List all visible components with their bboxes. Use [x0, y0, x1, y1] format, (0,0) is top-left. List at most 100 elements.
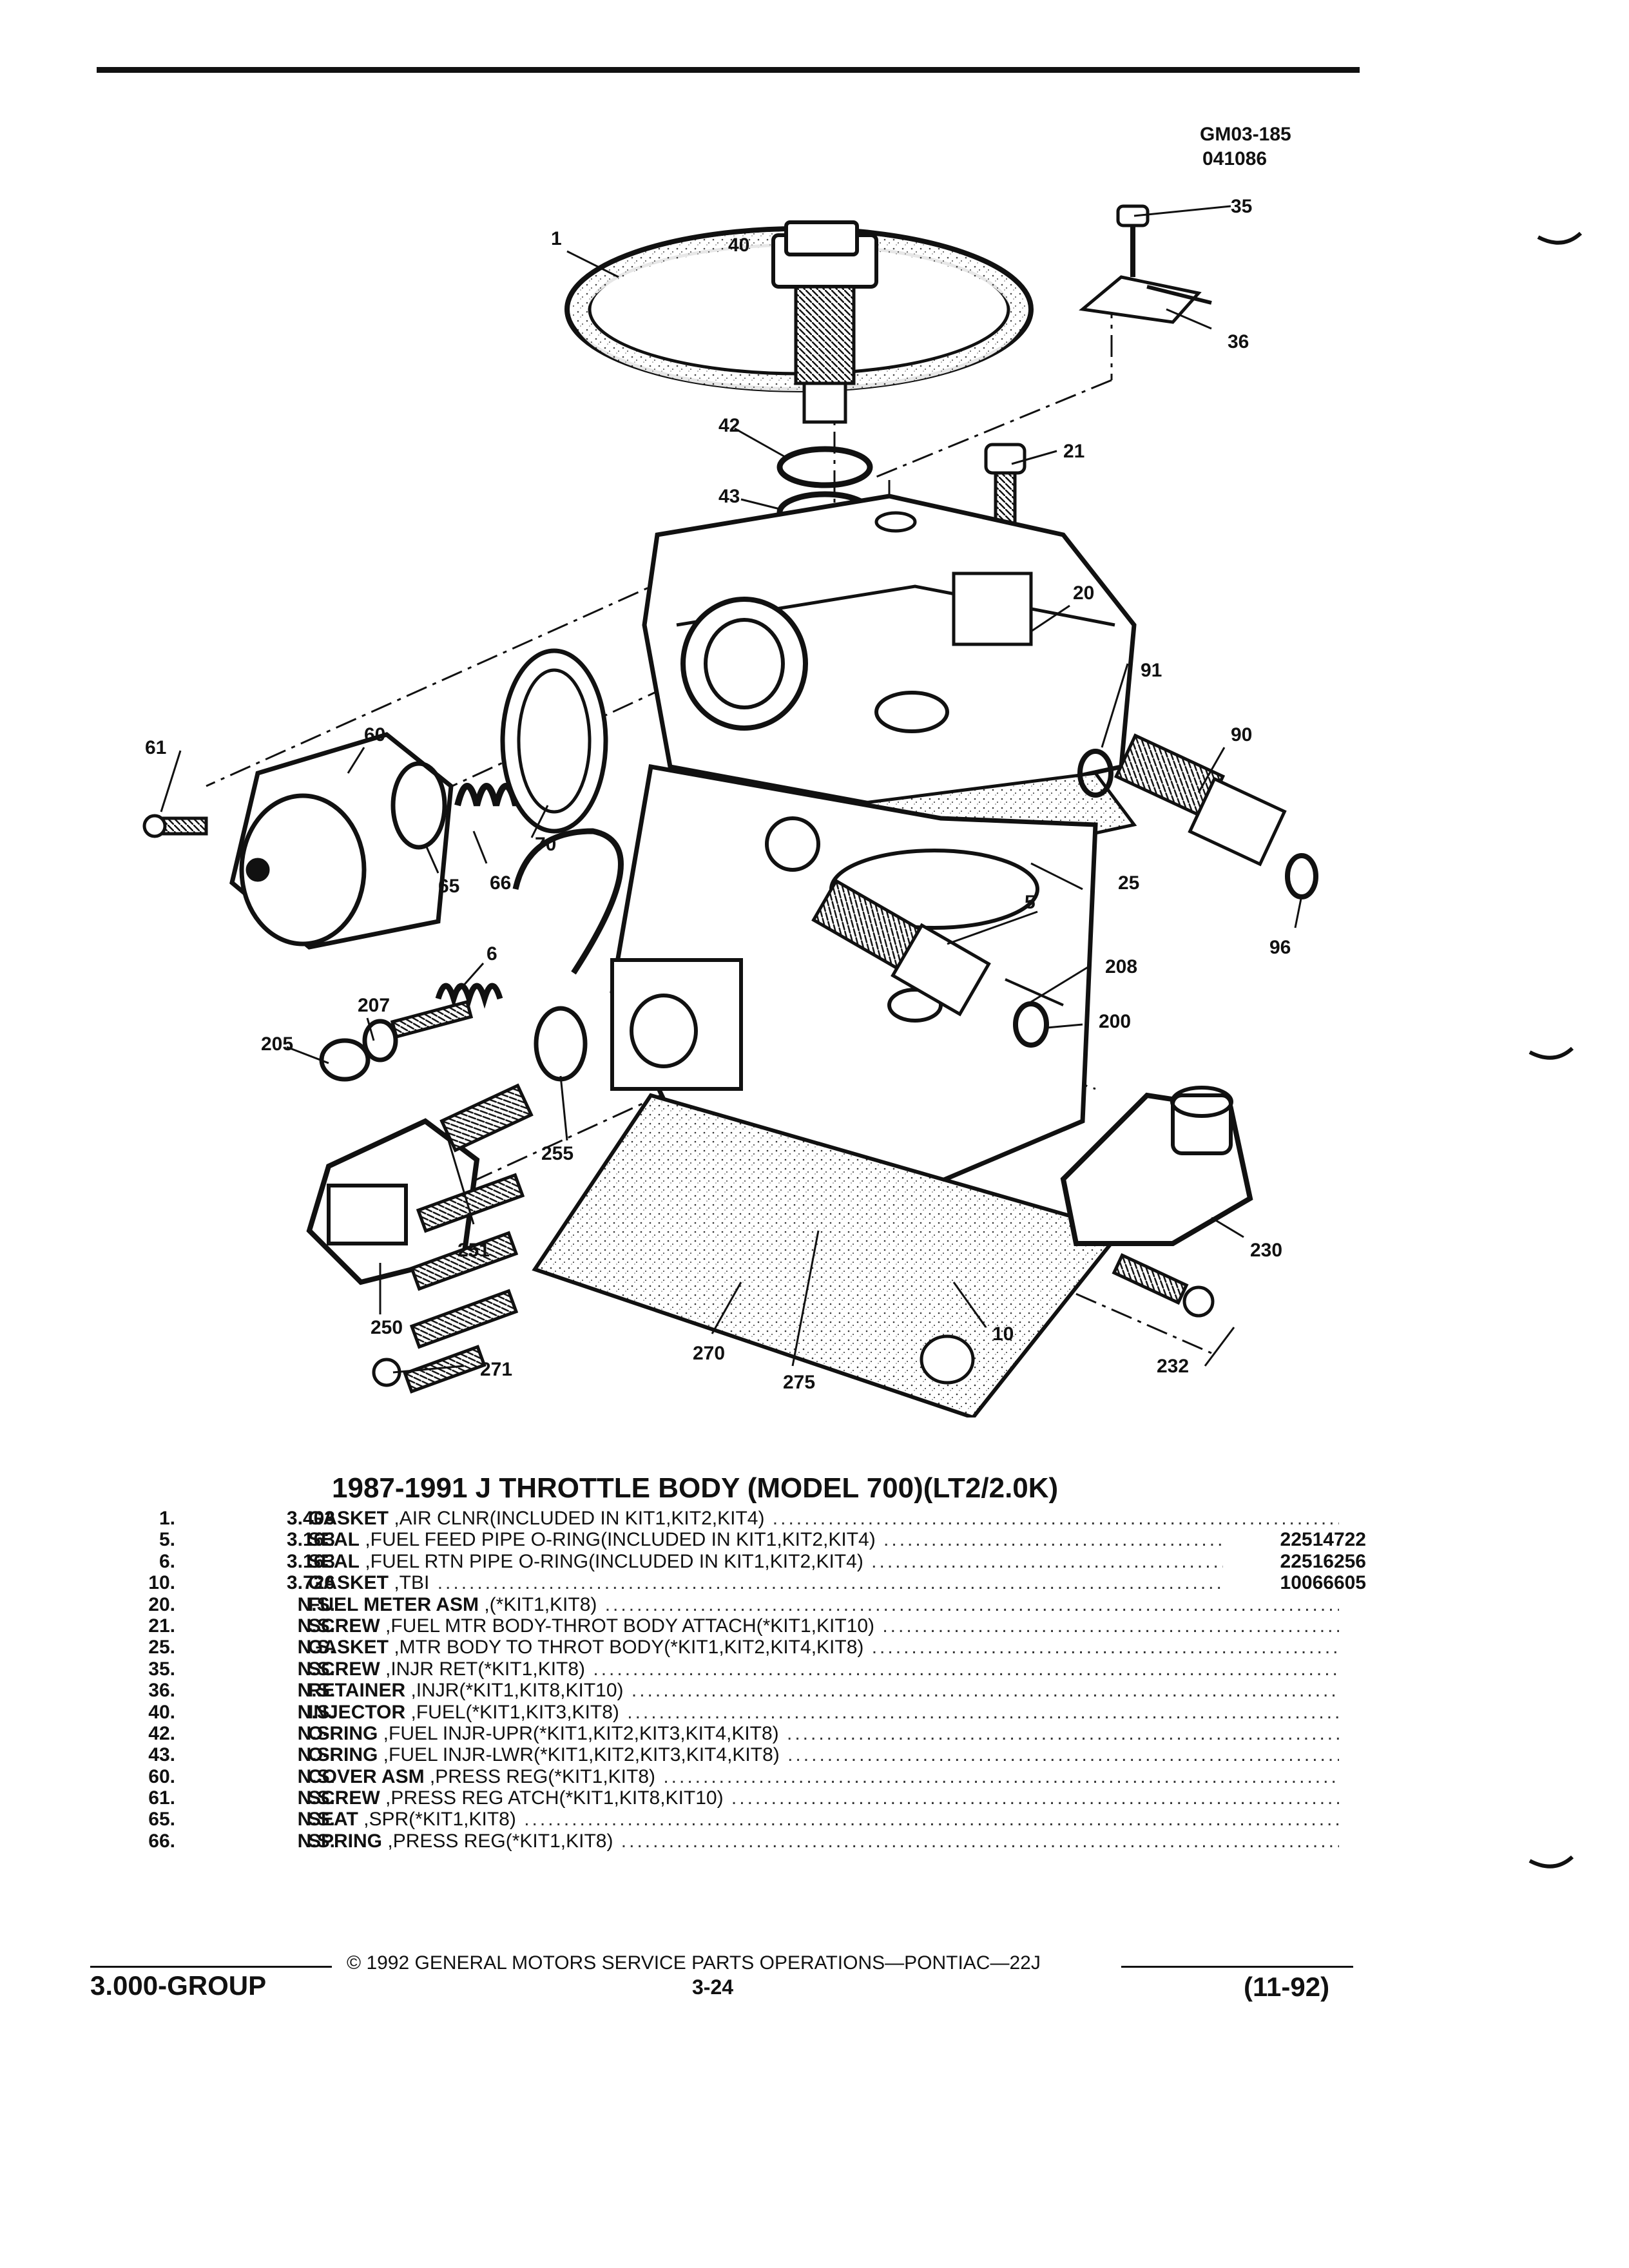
part-name: GASKET: [308, 1572, 389, 1594]
binder-hole-mark: [1528, 1047, 1574, 1060]
callout-40: 40: [728, 235, 749, 256]
part-spec: ,(*KIT1,KIT8): [479, 1593, 597, 1615]
callout-91: 91: [1141, 660, 1162, 681]
part-reference: N.S.: [297, 1765, 335, 1787]
part-reference: N.S.: [297, 1787, 335, 1809]
part-description: SEAL ,FUEL RTN PIPE O-RING(INCLUDED IN K…: [308, 1551, 1223, 1572]
part-row: 20.N.S.FUEL METER ASM ,(*KIT1,KIT8) ....…: [129, 1594, 1366, 1615]
callout-232: 232: [1157, 1356, 1189, 1377]
part-spec: ,FUEL MTR BODY-THROT BODY ATTACH(*KIT1,K…: [380, 1615, 875, 1637]
dot-leader: ........................................…: [871, 1550, 1223, 1572]
dot-leader: ........................................…: [787, 1722, 1339, 1744]
part-row: 25. N.S.GASKET ,MTR BODY TO THROT BODY(*K…: [129, 1637, 1366, 1658]
part-index: 42.: [148, 1722, 175, 1744]
part-index: 43.: [148, 1744, 175, 1766]
part-description: O-RING ,FUEL INJR-UPR(*KIT1,KIT2,KIT3,KI…: [308, 1723, 1339, 1744]
part-spec: ,TBI: [389, 1572, 430, 1594]
part-index: 10.: [148, 1572, 175, 1594]
page-title: 1987-1991 J THROTTLE BODY (MODEL 700)(LT…: [332, 1472, 1059, 1504]
part-row: 65.N.S.SEAT ,SPR(*KIT1,KIT8) ...........…: [129, 1809, 1366, 1830]
part-name: SEAT: [308, 1809, 358, 1831]
dot-leader: ........................................…: [621, 1830, 1339, 1852]
callout-251: 251: [458, 1240, 490, 1261]
callout-270: 270: [693, 1343, 725, 1364]
part-spec: ,FUEL INJR-LWR(*KIT1,KIT2,KIT3,KIT4,KIT8…: [378, 1744, 780, 1766]
dot-leader: ........................................…: [882, 1615, 1339, 1637]
part-number: 10066605: [1280, 1572, 1366, 1594]
callout-36: 36: [1228, 331, 1249, 352]
part-description: FUEL METER ASM ,(*KIT1,KIT8) ...........…: [308, 1594, 1339, 1615]
part-index: 25.: [148, 1637, 175, 1658]
part-spec: ,MTR BODY TO THROT BODY(*KIT1,KIT2,KIT4,…: [389, 1637, 864, 1658]
part-row: 61. N.S.SCREW ,PRESS REG ATCH(*KIT1,KIT8,…: [129, 1787, 1366, 1809]
callout-6: 6: [487, 943, 497, 965]
part-description: GASKET ,MTR BODY TO THROT BODY(*KIT1,KIT…: [308, 1637, 1339, 1658]
part-spec: ,INJR(*KIT1,KIT8,KIT10): [405, 1680, 624, 1702]
part-description: SEAT ,SPR(*KIT1,KIT8) ..................…: [308, 1809, 1339, 1830]
callout-208: 208: [1105, 956, 1137, 977]
part-spec: ,FUEL FEED PIPE O-RING(INCLUDED IN KIT1,…: [360, 1529, 876, 1551]
group-label: 3.000-GROUP: [90, 1970, 267, 2001]
part-reference: N.S.: [297, 1744, 335, 1766]
part-spec: ,SPR(*KIT1,KIT8): [358, 1809, 516, 1831]
page-number: 3-24: [692, 1975, 734, 1999]
part-index: 1.: [159, 1508, 175, 1529]
part-index: 36.: [148, 1680, 175, 1702]
callout-271: 271: [480, 1359, 512, 1380]
top-rule: [97, 67, 1360, 73]
dot-leader: ........................................…: [524, 1809, 1339, 1831]
callout-42: 42: [718, 415, 740, 436]
part-reference: N.S.: [297, 1722, 335, 1744]
part-name: GASKET: [308, 1637, 389, 1658]
part-description: GASKET ,TBI ............................…: [308, 1572, 1223, 1593]
callout-250: 250: [371, 1317, 403, 1338]
callout-60: 60: [364, 724, 385, 745]
callout-255: 255: [541, 1143, 574, 1164]
part-name: SEAL: [308, 1529, 360, 1551]
part-index: 35.: [148, 1658, 175, 1680]
part-index: 61.: [148, 1787, 175, 1809]
part-row: 66.N.S.SPRING ,PRESS REG(*KIT1,KIT8) ...…: [129, 1831, 1366, 1852]
dot-leader: ........................................…: [883, 1529, 1223, 1551]
part-name: COVER ASM: [308, 1765, 425, 1787]
part-row: 43. N.S.O-RING ,FUEL INJR-LWR(*KIT1,KIT2,…: [129, 1744, 1366, 1765]
callout-207: 207: [358, 995, 390, 1016]
part-reference: 3.163: [286, 1550, 335, 1572]
part-description: GASKET ,AIR CLNR(INCLUDED IN KIT1,KIT2,K…: [308, 1508, 1339, 1529]
part-name: SCREW: [308, 1658, 380, 1680]
callout-35: 35: [1231, 196, 1252, 217]
callout-65: 65: [438, 876, 459, 897]
part-row: 21.N.S.SCREW ,FUEL MTR BODY-THROT BODY A…: [129, 1615, 1366, 1637]
callout-5: 5: [1025, 892, 1036, 913]
part-spec: ,AIR CLNR(INCLUDED IN KIT1,KIT2,KIT4): [389, 1508, 765, 1529]
part-description: O-RING ,FUEL INJR-LWR(*KIT1,KIT2,KIT3,KI…: [308, 1744, 1339, 1765]
callout-10: 10: [992, 1323, 1014, 1345]
part-reference: 3.163: [286, 1529, 335, 1551]
part-reference: N.S.: [297, 1637, 335, 1658]
part-description: SCREW ,PRESS REG ATCH(*KIT1,KIT8,KIT10) …: [308, 1787, 1339, 1809]
part-index: 66.: [148, 1830, 175, 1852]
part-name: RETAINER: [308, 1680, 406, 1702]
figure-date: 041086: [1202, 148, 1268, 169]
part-reference: 3.403: [286, 1508, 335, 1529]
part-name: SPRING: [308, 1830, 383, 1852]
dot-leader: ........................................…: [663, 1765, 1339, 1787]
dot-leader: ........................................…: [631, 1680, 1339, 1702]
part-index: 40.: [148, 1701, 175, 1723]
part-number: 22516256: [1280, 1550, 1366, 1572]
part-reference: N.S.: [297, 1701, 335, 1723]
part-spec: ,INJR RET(*KIT1,KIT8): [380, 1658, 586, 1680]
part-spec: ,FUEL RTN PIPE O-RING(INCLUDED IN KIT1,K…: [360, 1550, 863, 1572]
binder-hole-mark: [1528, 1856, 1574, 1869]
dot-leader: ........................................…: [731, 1787, 1339, 1809]
callout-90: 90: [1231, 724, 1252, 745]
part-reference: 3.726: [286, 1572, 335, 1594]
part-name: O-RING: [308, 1744, 378, 1766]
dot-leader: ........................................…: [437, 1572, 1223, 1594]
part-description: SCREW ,INJR RET(*KIT1,KIT8) ............…: [308, 1658, 1339, 1680]
part-reference: N.S.: [297, 1830, 335, 1852]
dot-leader: ........................................…: [871, 1637, 1339, 1658]
